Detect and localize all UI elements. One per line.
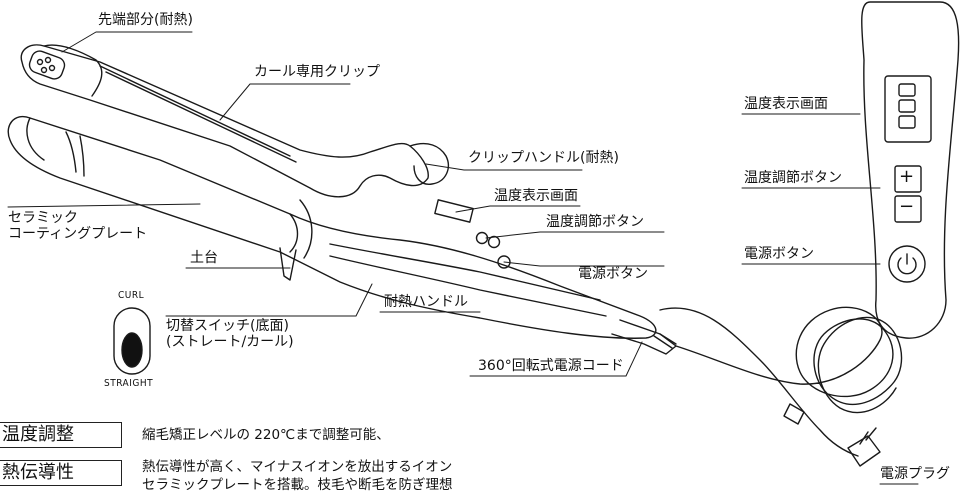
iron-power-button-label: 電源ボタン — [578, 266, 648, 282]
iron-minus-button — [487, 235, 501, 249]
iron-temp-display-label: 温度表示画面 — [494, 188, 578, 204]
plus-icon: + — [899, 166, 915, 187]
tip-label: 先端部分(耐熱) — [98, 12, 193, 28]
minus-icon: − — [899, 196, 915, 217]
clip-handle-label: クリップハンドル(耐熱) — [468, 150, 619, 166]
feature-tag-conductivity: 熱伝導性 — [0, 460, 122, 486]
feature-text-conductivity: 熱伝導性が高く、マイナスイオンを放出するイオン セラミックプレートを搭載。枝毛や… — [142, 459, 453, 493]
handle-label: 耐熱ハンドル — [384, 294, 468, 310]
leader-lines — [7, 31, 919, 485]
curl-clip — [20, 44, 429, 198]
control-panel-outline — [861, 1, 960, 339]
ceramic-label-2: コーティングプレート — [8, 226, 148, 242]
power-cord — [675, 306, 903, 406]
panel-temp-buttons-label: 温度調節ボタン — [744, 170, 842, 186]
panel-temp-display-label: 温度表示画面 — [744, 96, 828, 112]
stand — [279, 247, 297, 281]
curl-clip-label: カール専用クリップ — [254, 64, 380, 80]
iron-temp-buttons-label: 温度調節ボタン — [546, 214, 644, 230]
clip-handle — [409, 142, 450, 185]
plug — [847, 435, 881, 467]
feature-text-temperature: 縮毛矯正レベルの 220℃まで調整可能、 — [142, 427, 390, 443]
switch-straight-text: STRAIGHT — [104, 378, 154, 389]
ceramic-label-1: セラミック — [8, 210, 78, 226]
cord-label: 360°回転式電源コード — [478, 358, 624, 374]
feature-tag-temperature: 温度調整 — [0, 422, 122, 448]
switch-label-2: (ストレート/カール) — [166, 334, 294, 350]
iron-display — [434, 199, 474, 223]
switch-icon — [113, 307, 151, 375]
panel-power-button-label: 電源ボタン — [744, 246, 814, 262]
curling-iron — [7, 44, 903, 467]
tip-dots-icon — [28, 50, 66, 80]
iron-power-button — [497, 255, 511, 269]
switch-curl-text: CURL — [118, 290, 145, 301]
stand-label: 土台 — [190, 250, 218, 266]
switch-label-1: 切替スイッチ(底面) — [166, 318, 289, 334]
plug-label: 電源プラグ — [880, 466, 950, 482]
